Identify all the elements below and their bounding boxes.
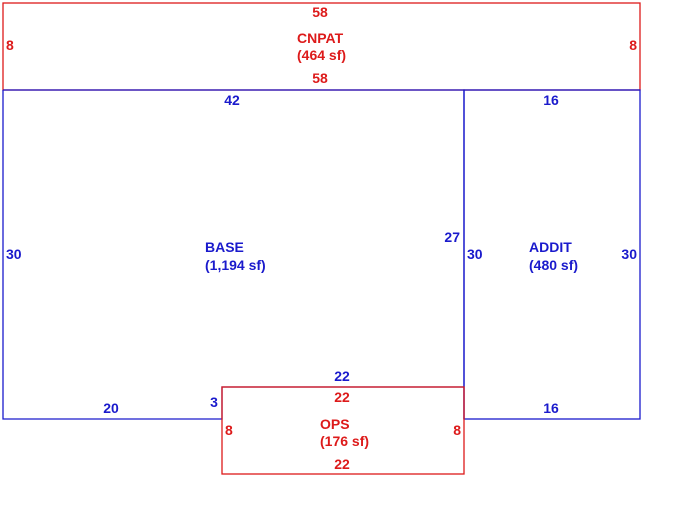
cnpat-bottom-dim: 58 xyxy=(312,70,328,86)
cnpat-right-dim: 8 xyxy=(629,37,637,53)
addit-outline[interactable] xyxy=(463,89,641,420)
ops-right-dim: 8 xyxy=(453,422,461,438)
base-notch-top-dim: 22 xyxy=(334,368,350,384)
cnpat-left-dim: 8 xyxy=(6,37,14,53)
base-left-dim: 30 xyxy=(6,246,22,262)
base-name: BASE xyxy=(205,239,244,255)
addit-area: (480 sf) xyxy=(529,257,578,273)
addit-right-dim: 30 xyxy=(621,246,637,262)
cnpat-name: CNPAT xyxy=(297,30,344,46)
cnpat-top-dim: 58 xyxy=(312,4,328,20)
base-area: (1,194 sf) xyxy=(205,257,266,273)
addit-left-dim: 30 xyxy=(467,246,483,262)
ops-left-dim: 8 xyxy=(225,422,233,438)
ops-bottom-dim: 22 xyxy=(334,456,350,472)
base-right-dim: 27 xyxy=(444,229,460,245)
base-top-dim: 42 xyxy=(224,92,240,108)
addit-top-dim: 16 xyxy=(543,92,559,108)
addit-name: ADDIT xyxy=(529,239,572,255)
base-notch-vertical-dim: 3 xyxy=(210,394,218,410)
ops-name: OPS xyxy=(320,416,350,432)
base-bottom-left-dim: 20 xyxy=(103,400,119,416)
addit-bottom-dim: 16 xyxy=(543,400,559,416)
ops-outline[interactable] xyxy=(221,386,465,475)
ops-area: (176 sf) xyxy=(320,433,369,449)
cnpat-area: (464 sf) xyxy=(297,47,346,63)
ops-top-dim: 22 xyxy=(334,389,350,405)
